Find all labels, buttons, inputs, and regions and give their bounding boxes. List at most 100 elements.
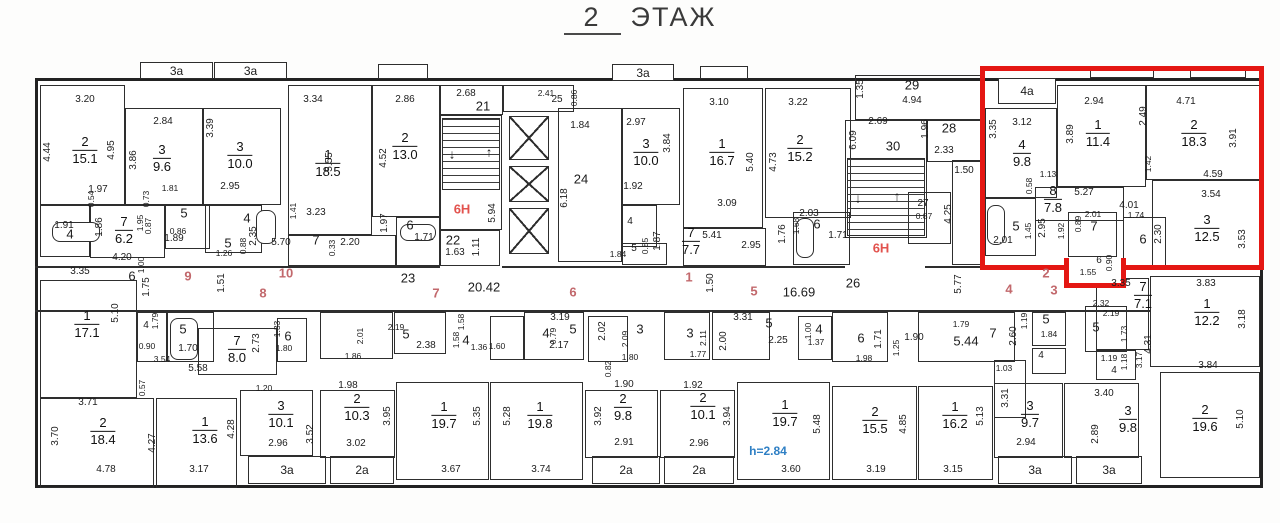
- corridor-apartment-number: 10: [278, 265, 294, 281]
- room-number-label: 5: [224, 235, 232, 251]
- room-area: 16.2: [942, 415, 968, 431]
- room-area: 9.8: [1012, 153, 1032, 169]
- dimension-label: 6.09: [848, 130, 859, 150]
- room-box: [277, 318, 307, 362]
- room-number: 3: [1118, 404, 1138, 420]
- bathtub-fixture: [400, 224, 436, 241]
- dimension-label: 3.86: [128, 150, 139, 170]
- room-area: 10.0: [227, 155, 253, 171]
- corridor-apartment-number: 9: [184, 268, 192, 284]
- balcony: 3а: [998, 456, 1072, 484]
- dimension-label: 4.52: [378, 148, 389, 168]
- room-box: [558, 108, 622, 262]
- room-number: 3: [1020, 399, 1040, 415]
- balcony-label: 3а: [1028, 463, 1042, 477]
- dimension-label: 6: [1096, 255, 1102, 266]
- room-box: [765, 88, 851, 218]
- balcony: [378, 64, 428, 79]
- room-box: [137, 312, 167, 362]
- dimension-label: 3.67: [441, 464, 461, 475]
- balcony-label: 3а: [169, 63, 184, 78]
- room-area: 11.4: [1085, 133, 1111, 149]
- dimension-label: 1.86: [94, 217, 105, 237]
- room-box: [288, 235, 396, 266]
- dimension-label: 2.95: [741, 240, 761, 251]
- dimension-label: 3.35: [988, 119, 999, 139]
- dimension-label: 1.18: [1118, 353, 1129, 371]
- room-number-label: 22: [445, 232, 461, 248]
- room-number: 1: [74, 309, 100, 325]
- dimension-label: 1.92: [683, 380, 703, 391]
- room-box: [1064, 383, 1139, 458]
- room-box: [440, 230, 500, 266]
- dimension-label: 3.35: [1111, 278, 1131, 289]
- room-number-label: 21: [475, 98, 491, 114]
- balcony: [700, 66, 748, 79]
- dimension-label: 0.89: [1072, 215, 1083, 233]
- dimension-label: 1.98: [855, 352, 873, 363]
- dimension-label: 1.45: [1022, 222, 1033, 240]
- room-number: 1: [192, 415, 218, 431]
- dimension-label: 3.84: [1198, 360, 1218, 371]
- room-box: [585, 390, 658, 458]
- dimension-label: 3.31: [733, 312, 753, 323]
- dimension-label: 4.85: [898, 414, 909, 434]
- dimension-label: 5.35: [472, 406, 483, 426]
- room-box: [440, 115, 502, 230]
- dimension-label: 1.84: [1040, 328, 1058, 339]
- dimension-label: 1.37: [807, 336, 825, 347]
- room-number-label: 4: [66, 226, 74, 242]
- dimension-label: 3.70: [50, 426, 61, 446]
- dimension-label: 3.12: [1012, 117, 1032, 128]
- room-box: [440, 85, 503, 115]
- room-number-label: 5: [569, 321, 577, 337]
- room-box: [156, 398, 237, 488]
- dimension-label: 1.90: [614, 379, 634, 390]
- dimension-label: 5: [631, 243, 637, 254]
- balcony-label: 3а: [1102, 463, 1116, 477]
- dimension-label: 3.54: [153, 353, 171, 364]
- elevator-shaft-icon: [509, 166, 549, 202]
- room-number-label: 30: [885, 138, 901, 154]
- room-number: 3: [268, 399, 294, 415]
- room-box: [1085, 306, 1127, 352]
- room-box: [40, 398, 154, 488]
- dimension-label: 1.87: [652, 231, 663, 251]
- room-number: 1: [1194, 297, 1220, 313]
- dimension-label: 3.91: [1228, 128, 1239, 148]
- dimension-label: 4.27: [147, 433, 158, 453]
- dimension-label: 3.10: [709, 97, 729, 108]
- dimension-label: 2.19: [387, 321, 405, 332]
- dimension-label: 4.20: [112, 252, 132, 263]
- dimension-label: 1.42: [1142, 155, 1153, 173]
- room-area: 15.1: [72, 150, 98, 166]
- room-box: [994, 383, 1063, 458]
- room-number-label: 5: [765, 315, 773, 331]
- dimension-label: 1.98: [338, 380, 358, 391]
- room-box: [320, 312, 393, 359]
- room-number: 2: [90, 416, 116, 432]
- dimension-label: 1.71: [414, 232, 434, 243]
- dimension-label: 1.50: [954, 165, 974, 176]
- stair-direction-arrow: ↓: [448, 146, 456, 162]
- dimension-label: 3.39: [205, 118, 216, 138]
- dimension-label: 4.59: [1203, 169, 1223, 180]
- dimension-label: 5.13: [975, 406, 986, 426]
- dimension-label: 1.73: [1118, 325, 1129, 343]
- bathtub-fixture: [52, 222, 100, 242]
- dimension-label: 1.68: [790, 217, 801, 235]
- dimension-label: 0.86: [568, 89, 579, 107]
- room-number: 7: [681, 226, 701, 242]
- dimension-label: 1.97: [88, 184, 108, 195]
- dimension-label: 4.01: [1119, 200, 1139, 211]
- room-box: [588, 316, 628, 362]
- dimension-label: 0.85: [639, 237, 650, 255]
